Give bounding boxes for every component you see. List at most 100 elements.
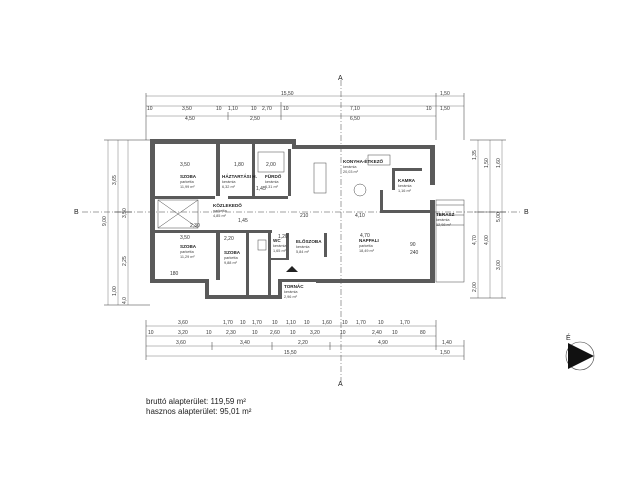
room-area: 6,31 m² (265, 185, 279, 189)
dim-right-3: 5,00 (496, 212, 502, 222)
section-a-top-label: A (338, 75, 343, 82)
dim-left-1: 3,50 (122, 208, 128, 218)
room-area: 1,65 m² (273, 249, 287, 253)
gross-area-value: 119,59 m² (210, 397, 246, 406)
room-name: WC (273, 238, 281, 243)
section-a-bottom-label: A (338, 381, 343, 388)
dim-bot-r1: 1,70 (400, 320, 410, 326)
room-area: 11,99 m² (180, 185, 195, 189)
dim-bot-r1: 1,70 (356, 320, 366, 326)
dim-bot-r3: 3,60 (176, 340, 186, 346)
dimension-chain-bottom: 3,60 1,70 10 1,70 10 1,10 10 1,60 10 1,7… (145, 320, 465, 360)
inner-dim: 240 (410, 250, 419, 256)
room-area: 2,96 m² (284, 295, 298, 299)
room-name: HÁZTARTÁSI H. (222, 173, 257, 179)
wc-toilet (257, 239, 267, 251)
dim-bot-r2: 2,40 (372, 330, 382, 336)
dim-left-4: 1,00 (112, 286, 118, 296)
dim-bot-r1: 3,60 (178, 320, 188, 326)
inner-dim: 2,30 (190, 223, 200, 229)
dim-top-overall: 15,50 (281, 91, 294, 97)
dim-top-overall-terrace: 1,50 (440, 91, 450, 97)
entrance-arrow-icon (286, 266, 298, 272)
dim-bot-r1: 1,70 (223, 320, 233, 326)
gross-area-line: bruttó alapterület: 119,59 m² (146, 397, 246, 406)
dim-bot-r2: 3,20 (310, 330, 320, 336)
room-area: 12,98 m² (436, 223, 452, 227)
room-name: SZOBA (224, 250, 241, 255)
room-floor: parketta (359, 244, 374, 248)
dim-bot-r3: 1,40 (442, 340, 452, 346)
dim-top-r2-5: 2,70 (262, 106, 272, 112)
room-name: NAPPALI (359, 238, 379, 243)
dim-bot-r3: 4,90 (378, 340, 388, 346)
room-name: KÖZLEKEDŐ (213, 202, 242, 208)
dim-top-r2-0: 10 (147, 106, 153, 112)
net-area-line: hasznos alapterület: 95,01 m² (146, 407, 251, 416)
room-floor: kerámia (343, 165, 357, 169)
dim-right-2: 1,60 (496, 158, 502, 168)
inner-dim: 2,20 (224, 236, 234, 242)
room-floor: parketta (180, 180, 195, 184)
room-floor: kerámia (296, 245, 310, 249)
dim-bot-r1: 10 (240, 320, 246, 326)
room-labels: SZOBA parketta 11,99 m² HÁZTARTÁSI H. ke… (180, 157, 455, 299)
exterior-walls (150, 139, 435, 299)
dim-top-r2-6: 10 (283, 106, 289, 112)
room-area: 4,85 m² (213, 214, 227, 218)
dim-bot-r1: 10 (272, 320, 278, 326)
dim-bot-r1: 1,70 (252, 320, 262, 326)
dimension-chain-left: 3,65 3,50 2,25 9,00 1,00 4,0 (102, 139, 150, 306)
dim-bot-r1: 10 (342, 320, 348, 326)
bathtub (257, 151, 285, 173)
dim-left-5: 4,0 (122, 297, 128, 304)
room-floor: kerámia (265, 180, 279, 184)
dim-bot-overall: 15,50 (284, 350, 297, 356)
inner-dim: 1,20 (278, 234, 288, 240)
room-area: 20,03 m² (343, 170, 359, 174)
dim-bot-r1: 10 (378, 320, 384, 326)
dim-bot-r2: 2,30 (226, 330, 236, 336)
dim-right-7: 2,00 (472, 282, 478, 292)
room-floor: parketta (213, 209, 228, 213)
room-name: TERASZ (436, 212, 455, 217)
dim-bot-r2: 10 (392, 330, 398, 336)
interior-walls (155, 144, 432, 295)
dim-right-0: 1,35 (472, 150, 478, 160)
closet-outline (157, 199, 199, 229)
inner-dim: 210 (300, 213, 309, 219)
room-area: 18,49 m² (359, 249, 375, 253)
inner-dim: 4,10 (355, 213, 365, 219)
dim-right-6: 3,00 (496, 260, 502, 270)
inner-dim: 1,80 (234, 162, 244, 168)
room-area: 11,29 m² (180, 255, 195, 259)
dim-top-r3-0: 4,50 (185, 116, 195, 122)
dim-bot-r1: 1,10 (286, 320, 296, 326)
dim-left-3: 9,00 (102, 216, 108, 226)
room-area: 1,16 m² (398, 189, 412, 193)
dim-top-r2-3: 1,10 (228, 106, 238, 112)
room-name: TORNÁC (284, 283, 304, 289)
section-b-left-label: B (74, 209, 79, 216)
dim-bot-r1: 10 (304, 320, 310, 326)
dimension-chain-right: 1,35 1,50 1,60 5,00 4,70 4,00 3,00 2,00 (470, 139, 506, 299)
dim-left-2: 2,25 (122, 256, 128, 266)
dim-right-4: 4,70 (472, 235, 478, 245)
inner-dim: 1,45 (238, 218, 248, 224)
inner-dim: 1,45 (256, 186, 266, 192)
north-arrow-icon (568, 343, 594, 369)
dim-bot-r2: 10 (252, 330, 258, 336)
dim-right-1: 1,50 (484, 158, 490, 168)
dim-top-r2-2: 10 (216, 106, 222, 112)
dim-top-r2-8: 10 (426, 106, 432, 112)
room-name: KONYHA-ÉTKEZŐ (343, 157, 383, 164)
dim-top-r2-1: 3,50 (182, 106, 192, 112)
room-area: 9,88 m² (224, 261, 238, 265)
dim-top-r3-2: 6,50 (350, 116, 360, 122)
dim-top-r3-1: 2,50 (250, 116, 260, 122)
north-label: É (566, 333, 571, 342)
dining-table (313, 162, 327, 194)
section-b-right-label: B (524, 209, 529, 216)
dim-bot-r2: 3,20 (178, 330, 188, 336)
